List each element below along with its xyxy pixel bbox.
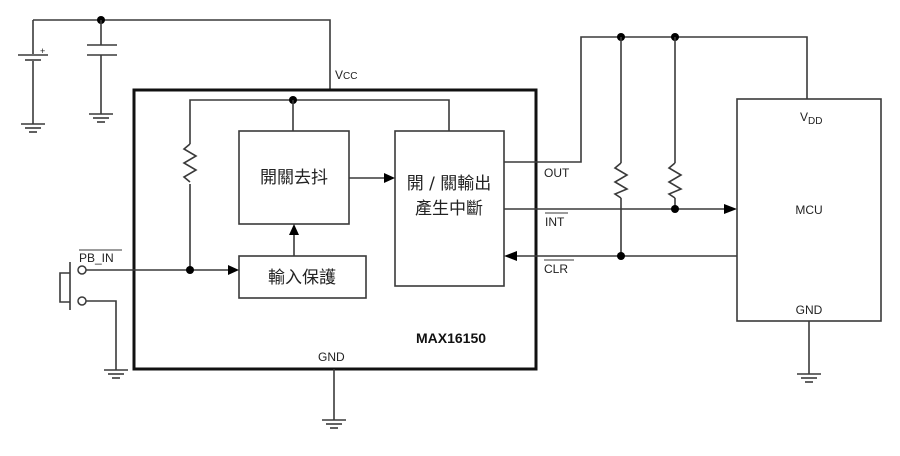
chip-outline	[132, 88, 538, 371]
input-protection-block	[238, 255, 367, 299]
ground-icon	[322, 419, 346, 429]
mcu-block	[736, 98, 882, 322]
pin-int-label: INT	[545, 215, 565, 229]
pin-out-label: OUT	[544, 166, 570, 180]
battery-plus-label: +	[40, 46, 45, 56]
supply-rail	[33, 16, 331, 90]
output-block-line2: 產生中斷	[415, 199, 483, 219]
output-block-line1: 開 / 關輸出	[407, 174, 492, 194]
chip-gnd-label: GND	[318, 350, 345, 364]
pin-pb-in-label: PB_IN	[79, 251, 114, 265]
pin-clr-label: CLR	[544, 262, 568, 276]
chip-vcc-label: VCC	[335, 68, 357, 82]
capacitor-icon	[87, 20, 117, 114]
ground-icon	[797, 373, 821, 383]
debounce-label: 開關去抖	[260, 168, 328, 188]
chip-name: MAX16150	[416, 330, 486, 346]
resistor-icon	[182, 143, 198, 183]
junction-dot	[617, 252, 625, 260]
mcu-gnd-label: GND	[796, 303, 823, 317]
junction-dot	[671, 205, 679, 213]
ground-icon	[104, 369, 128, 379]
resistor-icon	[613, 162, 629, 199]
resistor-icon	[667, 162, 683, 199]
ground-icon	[21, 123, 45, 133]
ground-icon	[89, 113, 113, 123]
push-button-icon[interactable]	[59, 262, 117, 370]
junction-dot	[186, 266, 194, 274]
battery-icon: +	[18, 20, 48, 124]
input-protection-label: 輸入保護	[268, 268, 336, 288]
mcu-name: MCU	[795, 203, 822, 217]
mcu-vdd-label: VDD	[800, 110, 822, 127]
output-interrupt-block	[394, 130, 505, 287]
